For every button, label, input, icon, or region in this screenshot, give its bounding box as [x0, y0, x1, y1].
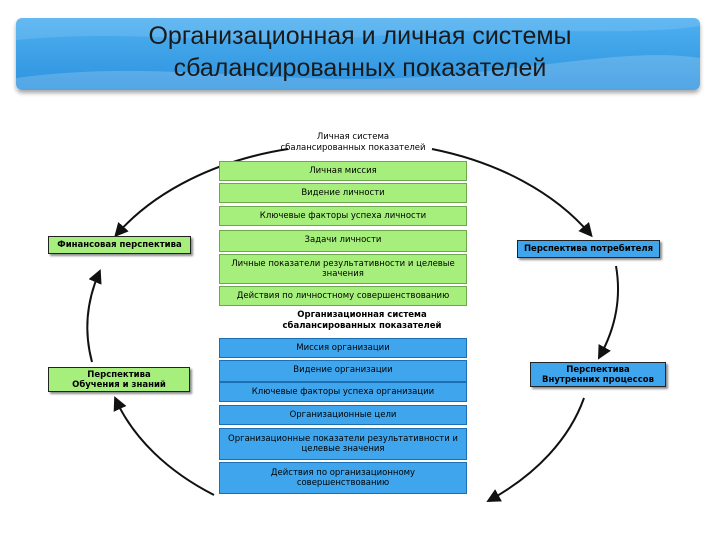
- org-success-factors-box: Ключевые факторы успеха организации: [219, 382, 467, 402]
- personal-mission-box: Личная миссия: [219, 161, 467, 181]
- personal-system-header: Личная система сбалансированных показате…: [280, 132, 426, 153]
- page-title: Организационная и личная системы сбаланс…: [148, 22, 572, 82]
- customer-perspective-box: Перспектива потребителя: [517, 240, 660, 258]
- learning-perspective-box: Перспектива Обучения и знаний: [48, 367, 190, 392]
- internal-processes-perspective-box: Перспектива Внутренних процессов: [530, 362, 666, 387]
- org-mission-box: Миссия организации: [219, 338, 467, 358]
- arrow-bottom-right: [486, 397, 585, 503]
- arrow-top-left: [114, 148, 289, 238]
- arrow-bottom-left: [113, 396, 215, 496]
- title-banner: [16, 18, 700, 90]
- personal-success-factors-box: Ключевые факторы успеха личности: [219, 206, 467, 226]
- arrow-left: [86, 269, 102, 363]
- org-vision-box: Видение организации: [219, 360, 467, 382]
- arrow-right: [597, 265, 619, 360]
- org-actions-box: Действия по организационному совершенств…: [219, 462, 467, 494]
- personal-tasks-box: Задачи личности: [219, 230, 467, 252]
- org-goals-box: Организационные цели: [219, 405, 467, 425]
- org-metrics-box: Организационные показатели результативно…: [219, 428, 467, 460]
- personal-actions-box: Действия по личностному совершенствовани…: [219, 286, 467, 306]
- arrow-top-right: [431, 148, 593, 238]
- personal-vision-box: Видение личности: [219, 183, 467, 203]
- personal-metrics-box: Личные показатели результативности и цел…: [219, 254, 467, 284]
- banner-wave-decoration: [16, 18, 700, 90]
- financial-perspective-box: Финансовая перспектива: [48, 236, 191, 254]
- org-system-header: Организационная система сбалансированных…: [282, 310, 442, 331]
